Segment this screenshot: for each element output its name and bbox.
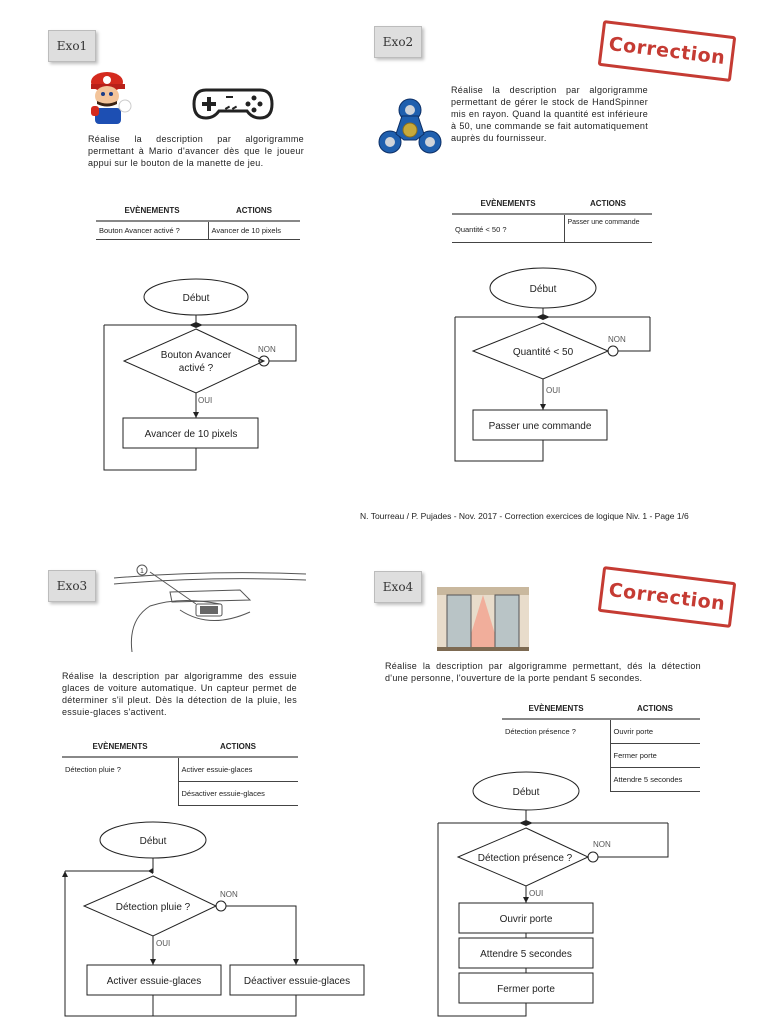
exo2-tag: Exo2: [374, 26, 422, 58]
actions-header: ACTIONS: [208, 202, 300, 222]
action-no-label: Déactiver essuie-glaces: [244, 976, 350, 987]
gamepad-icon: [192, 88, 274, 120]
decision-label-2: activé ?: [179, 363, 214, 374]
yes-label: OUI: [198, 396, 212, 405]
exo1-description: Réalise la description par algorigramme …: [88, 134, 304, 168]
action-cell: Passer une commande: [563, 214, 652, 243]
action-yes-label: Activer essuie-glaces: [107, 976, 201, 987]
action-label: Avancer de 10 pixels: [145, 429, 238, 440]
exo2-flowchart: Début Quantité < 50 NON OUI Passer une c…: [454, 267, 651, 462]
correction-stamp: Correction: [597, 566, 737, 628]
start-label: Début: [530, 284, 557, 295]
table-row: Attendre 5 secondes: [502, 767, 700, 792]
table-row: Quantité < 50 ? Passer une commande: [452, 214, 652, 243]
start-label: Début: [183, 293, 210, 304]
decision-label: Détection pluie ?: [116, 902, 191, 913]
actions-header: ACTIONS: [610, 700, 700, 720]
mario-icon: [91, 72, 132, 124]
actions-header: ACTIONS: [178, 738, 298, 758]
table-row: Détection présence ? Ouvrir porte: [502, 719, 700, 744]
car-interior-illustration: 1: [113, 564, 307, 653]
action-cell: Attendre 5 secondes: [609, 767, 700, 792]
action-cell: Ouvrir porte: [609, 719, 700, 744]
actions-header: ACTIONS: [564, 195, 652, 215]
action-label-3: Fermer porte: [497, 984, 555, 995]
exo1-tag: Exo1: [48, 30, 96, 62]
table-row: Désactiver essuie-glaces: [62, 781, 298, 806]
exo3-flowchart: Début Détection pluie ? NON OUI Activer …: [62, 821, 365, 1017]
exo4-tag: Exo4: [374, 571, 422, 603]
exo4-description: Réalise la description par algorigramme …: [385, 661, 701, 683]
exo3-tag: Exo3: [48, 570, 96, 602]
handspinner-icon: [378, 98, 442, 154]
action-node: [122, 417, 259, 449]
action-label-2: Attendre 5 secondes: [480, 949, 572, 960]
action-cell: Fermer porte: [609, 743, 700, 768]
table-row: Détection pluie ? Activer essuie-glaces: [62, 757, 298, 782]
exo1-flowchart: Début Bouton Avancer activé ? NON OUI Av…: [103, 278, 297, 471]
no-connector: [607, 345, 619, 357]
exo3-description: Réalise la description par algorigramme …: [62, 671, 297, 717]
action-no-node: [229, 964, 365, 996]
decision-node: [122, 328, 266, 394]
decision-label: Bouton Avancer: [161, 350, 232, 361]
event-cell: [62, 782, 178, 806]
start-label: Début: [140, 836, 167, 847]
action-yes-node: [86, 964, 222, 996]
events-header: EVÈNEMENTS: [62, 738, 178, 758]
no-connector: [587, 851, 599, 863]
action-label-1: Ouvrir porte: [500, 914, 553, 925]
action-label: Passer une commande: [489, 421, 592, 432]
yes-label: OUI: [529, 889, 543, 898]
exo2-description: Réalise la description par algorigramme …: [451, 85, 648, 143]
no-label: NON: [258, 345, 276, 354]
event-cell: [502, 744, 610, 768]
table-row: Bouton Avancer activé ? Avancer de 10 pi…: [96, 221, 300, 240]
action-cell: Désactiver essuie-glaces: [177, 781, 298, 806]
start-label: Début: [513, 787, 540, 798]
event-cell: Détection pluie ?: [65, 765, 121, 774]
event-cell: Quantité < 50 ?: [452, 214, 564, 243]
sliding-door-illustration: [437, 587, 529, 651]
page-footer: N. Tourreau / P. Pujades - Nov. 2017 - C…: [360, 511, 689, 521]
no-label: NON: [593, 840, 611, 849]
no-label: NON: [608, 335, 626, 344]
action-cell: Activer essuie-glaces: [177, 757, 298, 782]
sensor-callout: 1: [140, 568, 144, 575]
events-header: EVÈNEMENTS: [96, 202, 208, 222]
event-cell: Bouton Avancer activé ?: [96, 221, 208, 240]
action-node: [472, 409, 608, 441]
yes-label: OUI: [156, 939, 170, 948]
events-header: EVÈNEMENTS: [452, 195, 564, 215]
decision-label: Détection présence ?: [478, 853, 573, 864]
action-cell: Avancer de 10 pixels: [207, 221, 300, 240]
yes-label: OUI: [546, 386, 560, 395]
exo4-flowchart: Début Détection présence ? NON OUI Ouvri…: [437, 771, 669, 1017]
events-header: EVÈNEMENTS: [502, 700, 610, 720]
table-row: Fermer porte: [502, 743, 700, 768]
decision-label: Quantité < 50: [513, 347, 574, 358]
no-connector: [215, 900, 227, 912]
correction-stamp: Correction: [597, 20, 737, 82]
no-label: NON: [220, 890, 238, 899]
event-cell: Détection présence ?: [505, 727, 576, 736]
